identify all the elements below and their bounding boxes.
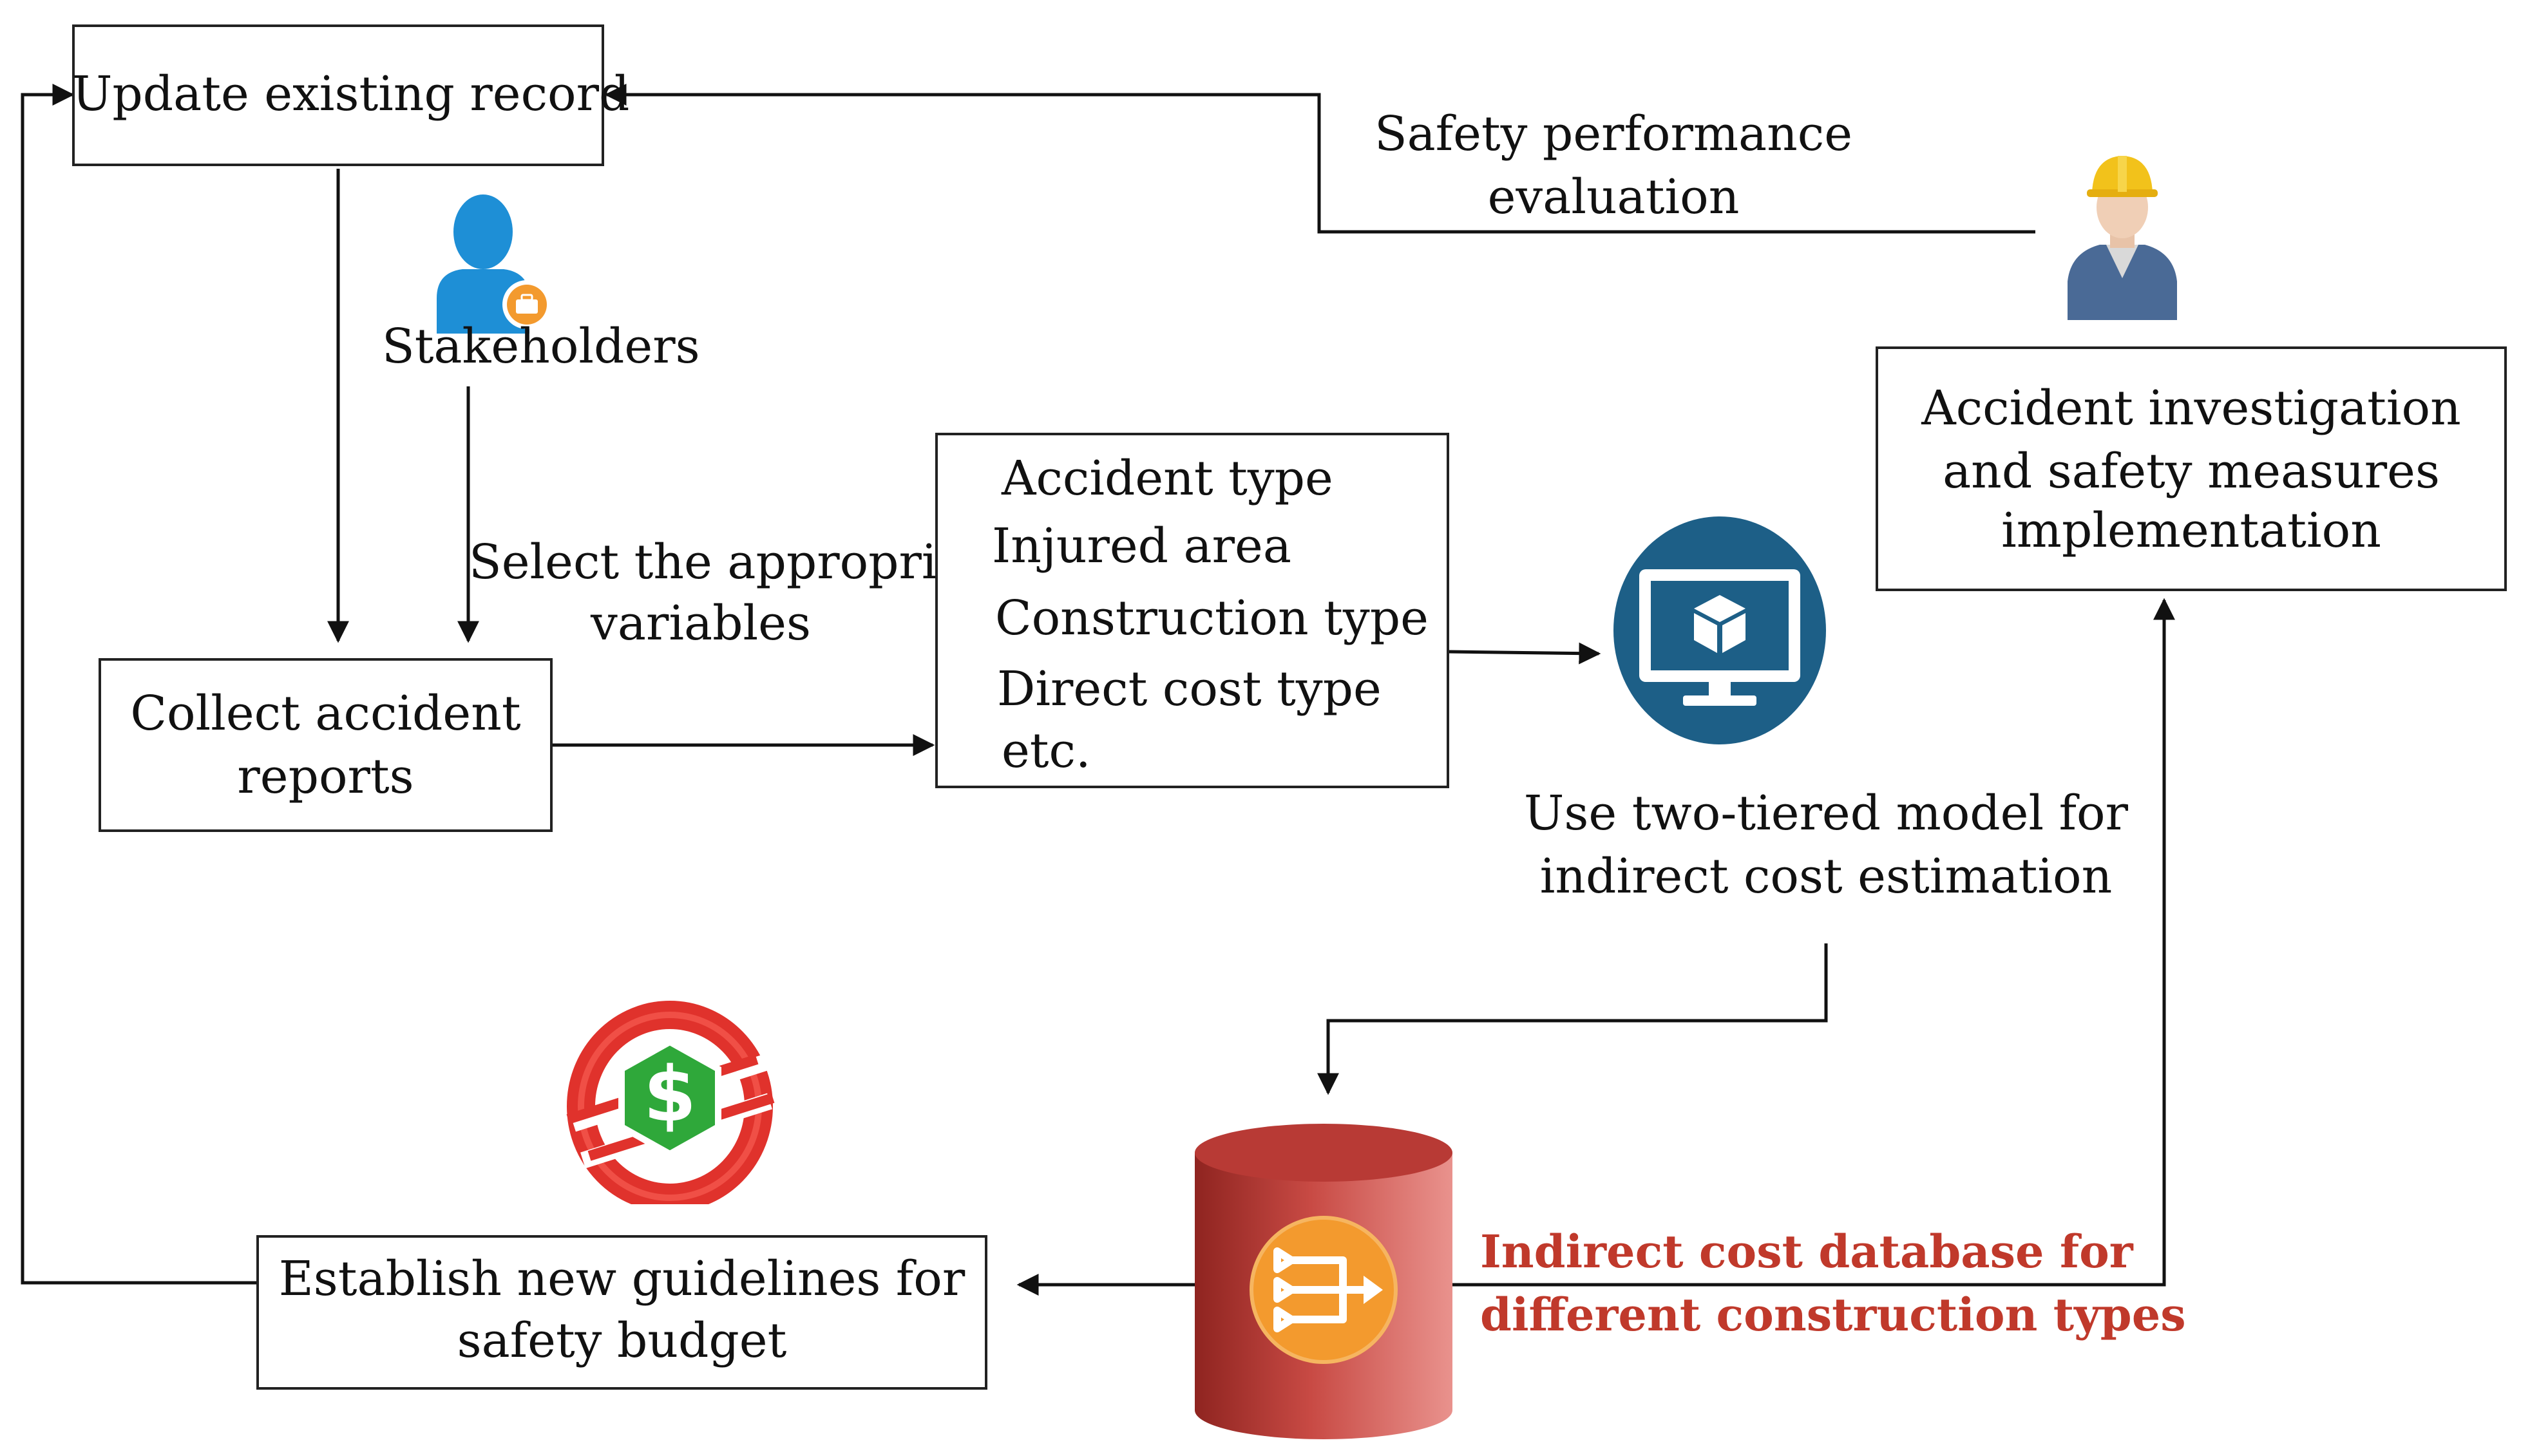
database-cylinder-icon — [1195, 1124, 1452, 1439]
collect-reports-line2: reports — [237, 749, 414, 804]
collect-reports-line1: Collect accident — [130, 686, 521, 741]
guidelines-box — [256, 1235, 987, 1390]
database-label-line1: Indirect cost database for — [1480, 1225, 2133, 1278]
accident-investigation-box — [1876, 346, 2507, 591]
variable-item: Accident type — [1002, 451, 1333, 506]
arrow-variables-to-model — [1449, 642, 1601, 665]
construction-worker-icon — [2055, 143, 2190, 320]
variables-box — [935, 433, 1449, 788]
variable-item: Injured area — [992, 518, 1291, 574]
collect-reports-box — [99, 658, 553, 832]
svg-text:$: $ — [643, 1050, 696, 1139]
arrow-evaluation-to-update — [604, 84, 2035, 234]
guidelines-line1: Establish new guidelines for — [278, 1251, 965, 1307]
variable-item: Direct cost type — [997, 661, 1382, 717]
select-variables-line1: Select the appropriate — [469, 534, 1013, 590]
arrow-guidelines-to-update — [21, 84, 256, 1285]
safety-evaluation-line1: Safety performance — [1374, 106, 1853, 162]
variable-item: Construction type — [995, 591, 1429, 646]
guidelines-line2: safety budget — [457, 1313, 787, 1368]
variable-item: etc. — [1002, 723, 1091, 779]
arrow-model-to-database — [1317, 943, 1828, 1095]
stakeholder-person-icon — [430, 192, 559, 334]
update-record-box — [72, 24, 604, 166]
accident-investigation-line1: Accident investigation — [1921, 381, 2461, 436]
arrow-database-to-investigation — [1452, 598, 2175, 1287]
stakeholders-label: Stakeholders — [382, 319, 700, 374]
accident-investigation-line3: implementation — [2001, 503, 2381, 558]
accident-investigation-line2: and safety measures — [1943, 444, 2440, 499]
two-tiered-model-line2: indirect cost estimation — [1539, 849, 2113, 904]
select-variables-line2: variables — [591, 596, 811, 651]
safety-evaluation-line2: evaluation — [1487, 169, 1740, 225]
two-tiered-model-line1: Use two-tiered model for — [1524, 786, 2128, 841]
safety-budget-dollar-icon: $ — [560, 992, 779, 1212]
update-record-label: Update existing record — [72, 66, 630, 122]
database-label-line2: different construction types — [1480, 1288, 2186, 1341]
computer-monitor-cube-icon — [1613, 516, 1826, 745]
